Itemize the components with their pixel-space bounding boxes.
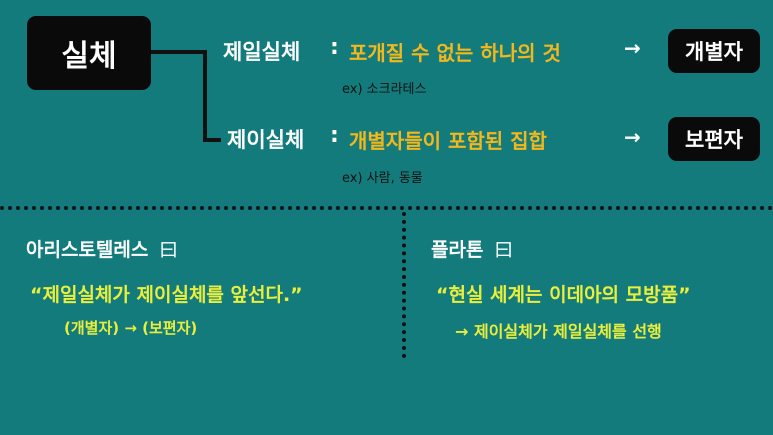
- branch-1-definition: 포개질 수 없는 하나의 것: [349, 41, 561, 65]
- right-panel-title-text: 플라톤: [431, 239, 484, 261]
- connector-vertical: [203, 50, 207, 142]
- branch-1-result: 개별자: [685, 40, 743, 64]
- right-panel-quote: “현실 세계는 이데아의 모방품”: [436, 284, 691, 306]
- dotted-divider-vertical: [402, 212, 406, 358]
- right-panel-note: → 제이실체가 제일실체를 선행: [455, 322, 662, 341]
- left-panel-quote: “제일실체가 제이실체를 앞선다.”: [30, 284, 303, 306]
- left-panel-title: 아리스토텔레스 曰: [26, 235, 178, 262]
- branch-1-term: 제일실체: [223, 40, 301, 64]
- right-panel-title: 플라톤 曰: [431, 235, 513, 262]
- branch-2-result-box: 보편자: [668, 117, 760, 161]
- connector-horizontal-bottom: [203, 138, 221, 142]
- left-panel-note: (개별자) → (보편자): [64, 319, 198, 337]
- branch-1-example: ex) 소크라테스: [342, 82, 427, 97]
- branch-2-result: 보편자: [685, 128, 743, 152]
- right-panel-title-mark: 曰: [494, 239, 514, 261]
- branch-1-colon: :: [330, 35, 339, 60]
- left-panel-title-text: 아리스토텔레스: [26, 239, 149, 261]
- branch-1-arrow: →: [624, 36, 641, 60]
- branch-2-definition: 개별자들이 포함된 집합: [349, 129, 547, 153]
- branch-2-colon: :: [330, 123, 339, 148]
- branch-2-arrow: →: [624, 125, 641, 149]
- branch-1-result-box: 개별자: [668, 29, 760, 73]
- branch-2-term: 제이실체: [227, 128, 305, 152]
- branch-2-example: ex) 사람, 동물: [342, 171, 423, 186]
- dotted-divider-horizontal: [0, 206, 773, 210]
- connector-horizontal-top: [151, 50, 207, 54]
- root-label: 실체: [61, 39, 117, 74]
- left-panel-title-mark: 曰: [159, 239, 179, 261]
- root-box: 실체: [27, 16, 151, 90]
